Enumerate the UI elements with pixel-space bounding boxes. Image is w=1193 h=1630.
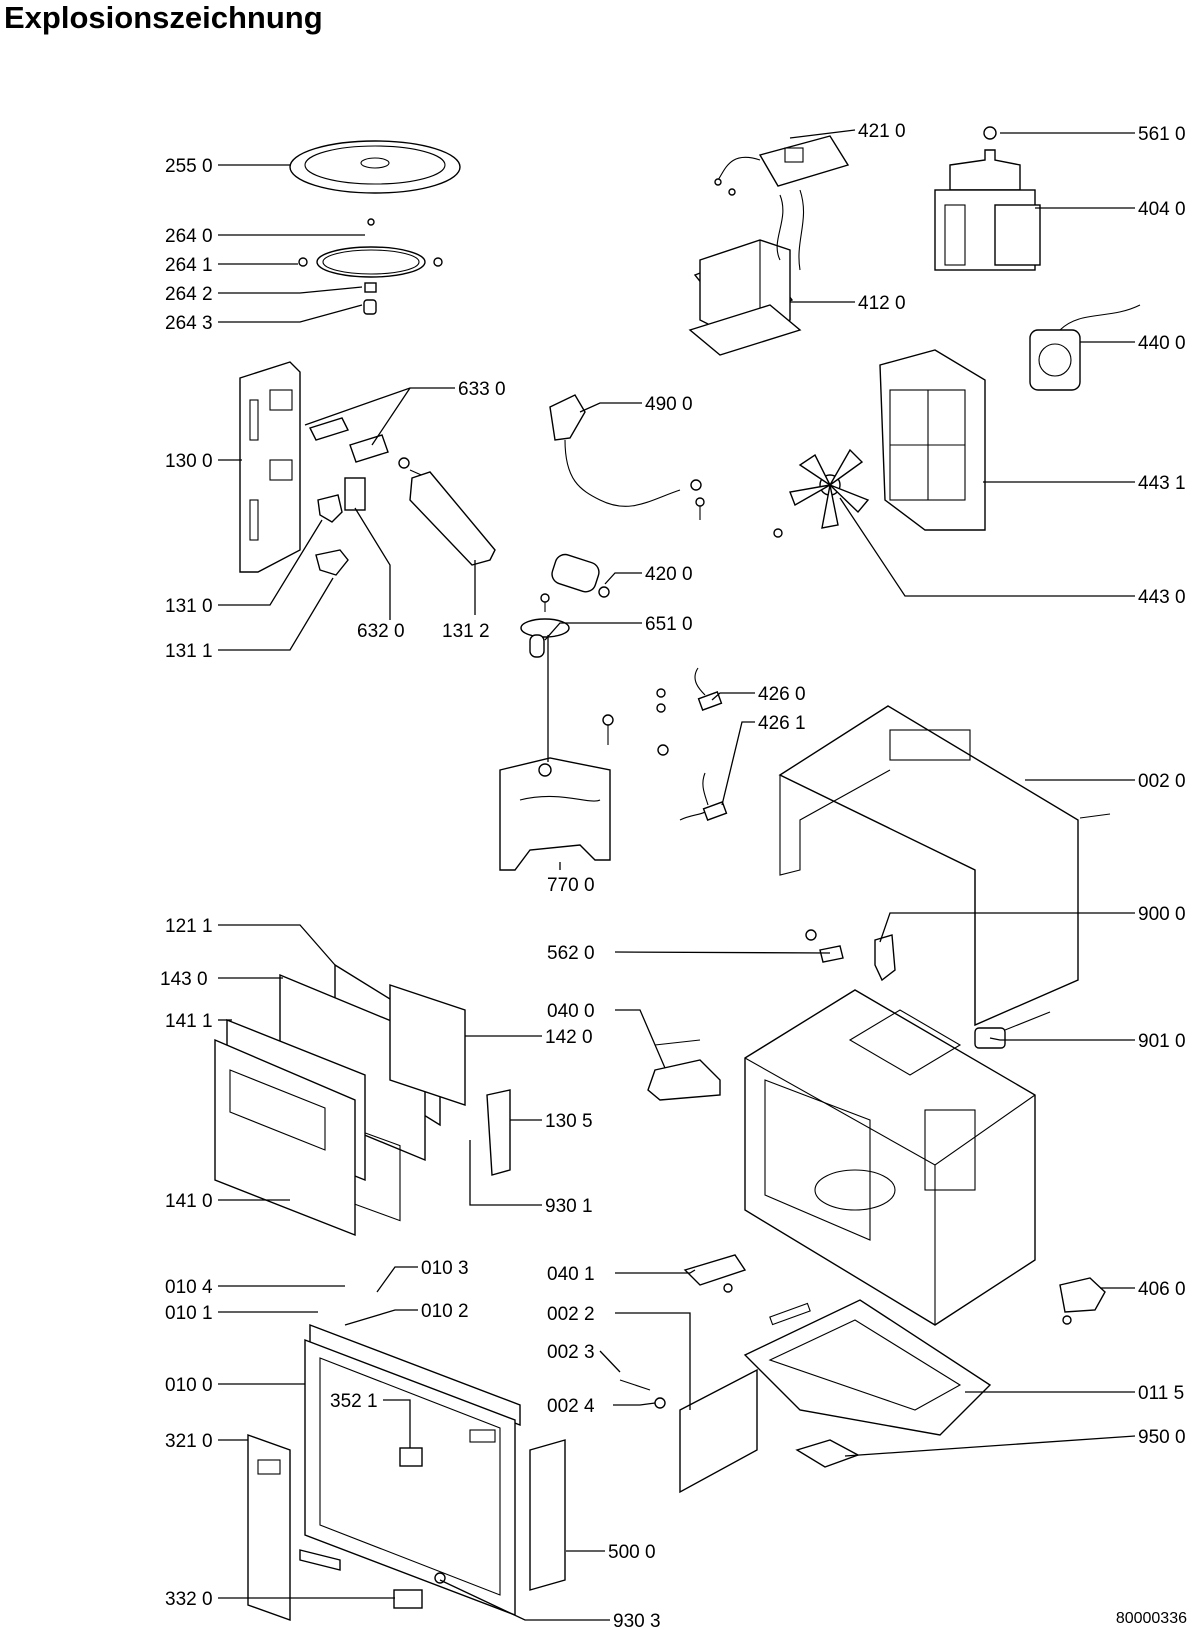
callout-500-0: 500 0 — [608, 1542, 656, 1563]
callout-010-0: 010 0 — [165, 1375, 213, 1396]
callout-421-0: 421 0 — [858, 121, 906, 142]
document-number: 80000336 — [1115, 1610, 1187, 1627]
leader-lines — [218, 129, 1136, 1621]
callout-141-1: 141 1 — [165, 1011, 213, 1032]
callout-002-4: 002 4 — [547, 1396, 595, 1417]
roller-ring — [298, 218, 443, 315]
callout-332-0: 332 0 — [165, 1589, 213, 1610]
callout-labels: 255 0 264 0 264 1 264 2 264 3 130 0 633 … — [160, 121, 1186, 1630]
circuit-board — [714, 135, 850, 196]
callout-143-0: 143 0 — [160, 969, 208, 990]
callout-321-0: 321 0 — [165, 1431, 213, 1452]
callout-264-3: 264 3 — [165, 313, 213, 334]
fuses — [602, 667, 728, 821]
latch-parts — [315, 471, 496, 576]
callout-264-2: 264 2 — [165, 284, 213, 305]
fan-blade — [773, 448, 870, 538]
callout-264-1: 264 1 — [165, 255, 213, 276]
callout-130-5: 130 5 — [545, 1111, 593, 1132]
door-assembly — [214, 963, 511, 1237]
callout-141-0: 141 0 — [165, 1191, 213, 1212]
callout-002-0: 002 0 — [1138, 771, 1186, 792]
callout-426-1: 426 1 — [758, 713, 806, 734]
callout-010-2: 010 2 — [421, 1301, 469, 1322]
fan-housing — [879, 349, 986, 531]
page-title: Explosionszeichnung — [4, 0, 323, 35]
callout-010-4: 010 4 — [165, 1277, 213, 1298]
latch-bracket — [239, 361, 301, 573]
turntable-plate — [289, 140, 461, 194]
callout-131-0: 131 0 — [165, 596, 213, 617]
callout-651-0: 651 0 — [645, 614, 693, 635]
callout-002-2: 002 2 — [547, 1304, 595, 1325]
cover-plate-950 — [795, 1439, 860, 1468]
hinge-lower — [683, 1254, 747, 1293]
callout-443-0: 443 0 — [1138, 587, 1186, 608]
turntable-motor — [1059, 1277, 1106, 1325]
callout-406-0: 406 0 — [1138, 1279, 1186, 1300]
callout-426-0: 426 0 — [758, 684, 806, 705]
callout-011-5: 011 5 — [1138, 1383, 1184, 1404]
callout-443-1: 443 1 — [1138, 473, 1186, 494]
callout-130-0: 130 0 — [165, 451, 213, 472]
callout-930-3: 930 3 — [613, 1611, 661, 1630]
callout-770-0: 770 0 — [547, 875, 595, 896]
callout-901-0: 901 0 — [1138, 1031, 1186, 1052]
base-plate — [743, 1299, 992, 1436]
callout-420-0: 420 0 — [645, 564, 693, 585]
callout-633-0: 633 0 — [458, 379, 506, 400]
callout-040-0: 040 0 — [547, 1001, 595, 1022]
capacitor — [551, 553, 610, 598]
callout-040-1: 040 1 — [547, 1264, 595, 1285]
callout-142-0: 142 0 — [545, 1027, 593, 1048]
callout-561-0: 561 0 — [1138, 124, 1186, 145]
callout-490-0: 490 0 — [645, 394, 693, 415]
oven-cavity — [744, 989, 1036, 1326]
callout-121-1: 121 1 — [165, 916, 213, 937]
transformer — [688, 189, 805, 356]
hinge-upper — [647, 1039, 721, 1101]
front-panel — [247, 1323, 566, 1621]
callout-930-1: 930 1 — [545, 1196, 593, 1217]
callout-131-2: 131 2 — [442, 621, 490, 642]
outer-case — [778, 705, 1111, 1027]
callout-632-0: 632 0 — [357, 621, 405, 642]
callout-255-0: 255 0 — [165, 156, 213, 177]
magnetron — [934, 149, 1041, 271]
micro-switches — [309, 417, 438, 483]
screw-561 — [983, 126, 997, 140]
side-panel — [619, 1368, 758, 1494]
callout-010-3: 010 3 — [421, 1258, 469, 1279]
callout-002-3: 002 3 — [547, 1342, 595, 1363]
callout-264-0: 264 0 — [165, 226, 213, 247]
fan-motor — [1029, 304, 1141, 391]
lamp — [520, 593, 570, 658]
power-cord — [549, 394, 705, 520]
callout-010-1: 010 1 — [165, 1303, 213, 1324]
callout-950-0: 950 0 — [1138, 1427, 1186, 1448]
callout-412-0: 412 0 — [858, 293, 906, 314]
waveguide-cover — [499, 757, 611, 871]
callout-562-0: 562 0 — [547, 943, 595, 964]
callout-440-0: 440 0 — [1138, 333, 1186, 354]
callout-900-0: 900 0 — [1138, 904, 1186, 925]
callout-131-1: 131 1 — [165, 641, 213, 662]
callout-404-0: 404 0 — [1138, 199, 1186, 220]
callout-352-1: 352 1 — [330, 1391, 378, 1412]
